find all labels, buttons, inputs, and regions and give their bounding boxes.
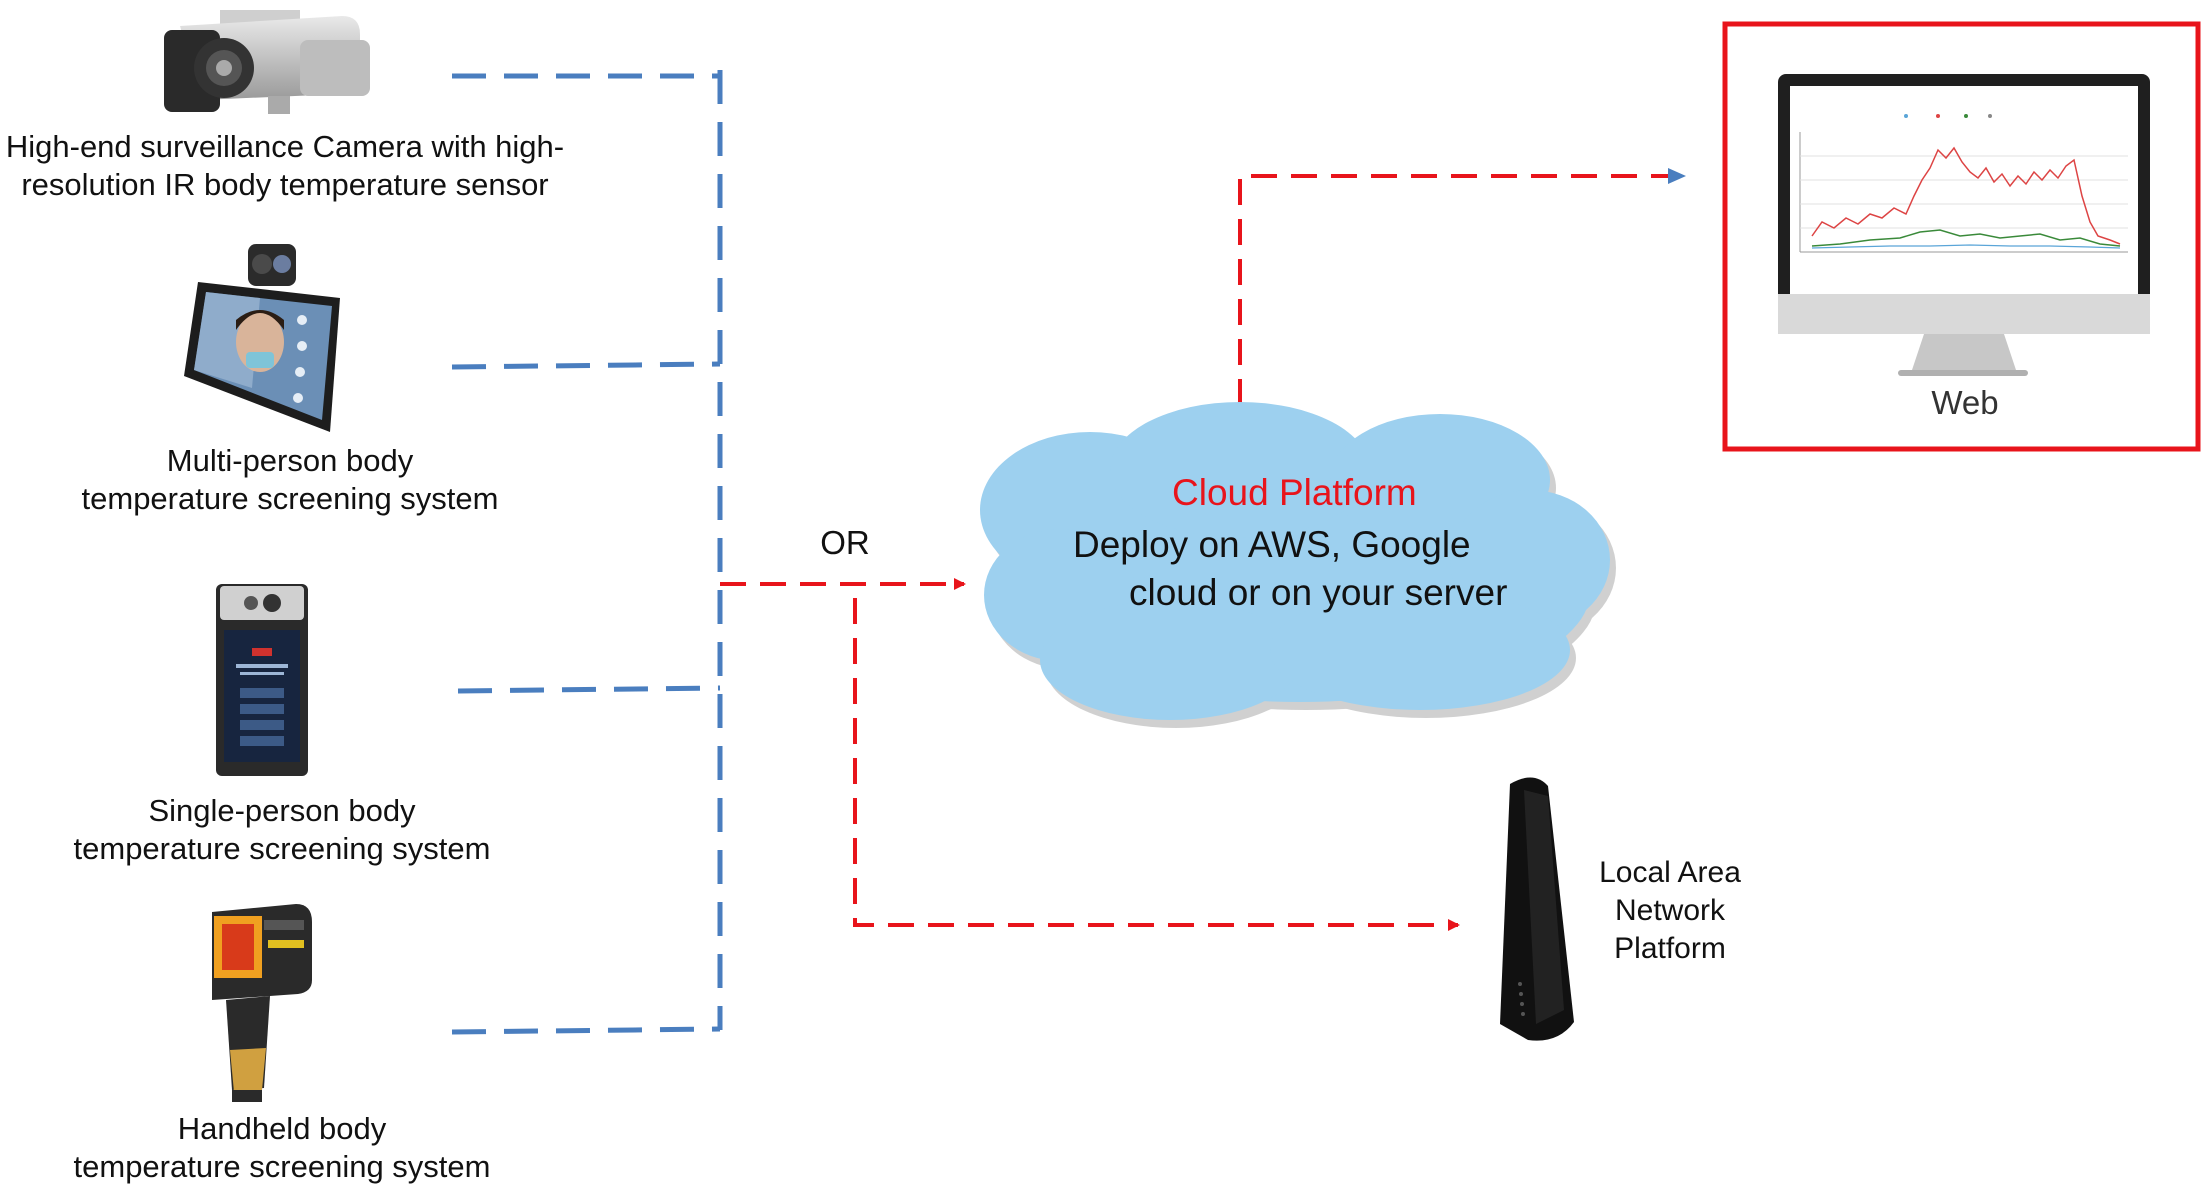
device-links (451, 70, 723, 1035)
cloud-shape-icon (980, 402, 1616, 728)
handheld-label: Handheld body temperature screening syst… (52, 1110, 512, 1186)
handheld-thermal-camera-icon (212, 904, 312, 1102)
web-arrowhead-icon (1668, 168, 1686, 184)
lan-label-line2: Network (1614, 894, 1726, 927)
handheld-link (451, 1026, 721, 1035)
multi-person-screening-terminal-icon (184, 244, 340, 432)
handheld-label-line2: temperature screening system (73, 1149, 491, 1184)
multi-person-label-line1: Multi-person body (166, 443, 414, 478)
lan-server-icon (1500, 777, 1574, 1041)
monitor-icon (1778, 74, 2150, 376)
single-person-label-line1: Single-person body (148, 793, 416, 828)
lan-label-line1: Local Area (1599, 856, 1741, 889)
single-person-label: Single-person body temperature screening… (52, 792, 512, 868)
handheld-label-line1: Handheld body (177, 1111, 387, 1146)
lan-label-line3: Platform (1614, 932, 1726, 965)
single-person-label-line2: temperature screening system (73, 831, 491, 866)
camera-label: High-end surveillance Camera with high- … (0, 128, 570, 204)
single-person-screening-terminal-icon (216, 584, 308, 776)
lan-label: Local Area Network Platform (1570, 854, 1770, 968)
camera-label-line1: High-end surveillance Camera with high- (5, 129, 565, 164)
surveillance-camera-icon (164, 10, 370, 114)
multi-person-label: Multi-person body temperature screening … (60, 442, 520, 518)
multi-person-link (451, 361, 721, 370)
cloud-line2: cloud or on your server (1129, 572, 1508, 613)
cloud-links (720, 174, 1668, 931)
or-label: OR (820, 524, 870, 561)
cloud-line1: Deploy on AWS, Google (1073, 524, 1471, 565)
cloud-to-web-arrow (1238, 174, 1668, 405)
bus-to-lan-arrow (853, 598, 1460, 931)
monitor-chart-icon (1799, 114, 2128, 253)
single-person-link (457, 685, 721, 694)
web-highlight-frame (1722, 21, 2201, 452)
web-label: Web (1931, 384, 1999, 421)
cloud-title: Cloud Platform (1172, 472, 1417, 513)
multi-person-label-line2: temperature screening system (81, 481, 499, 516)
camera-label-line2: resolution IR body temperature sensor (21, 167, 549, 202)
